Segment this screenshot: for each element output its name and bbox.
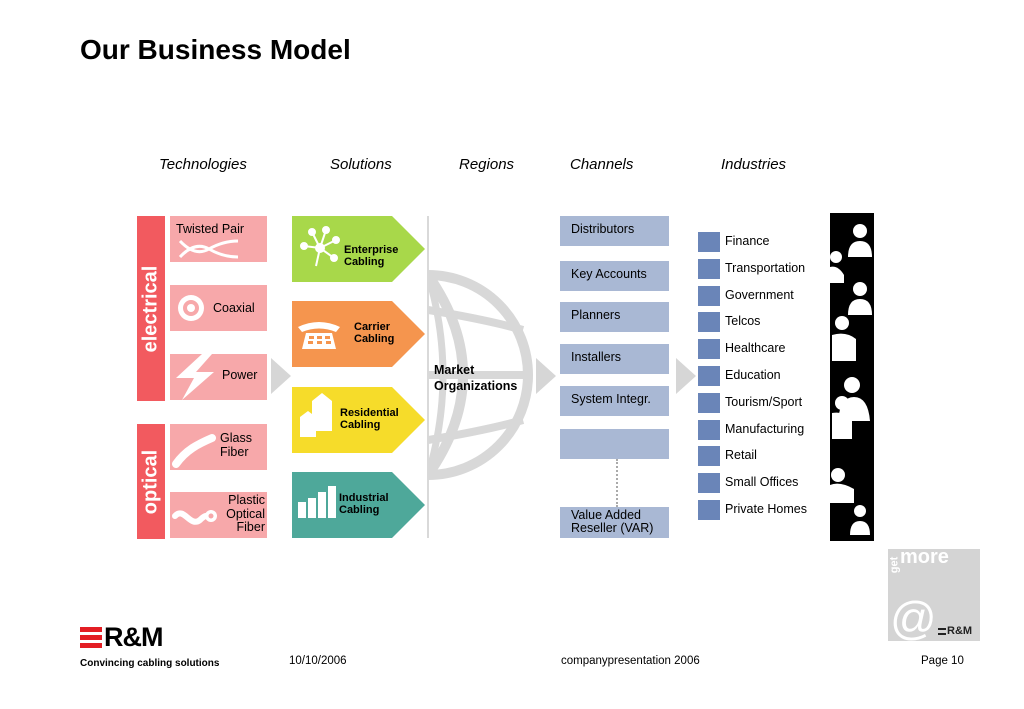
footer-doc: companypresentation 2006 — [561, 655, 700, 667]
industry-label: Education — [725, 368, 781, 382]
getmore-badge: get more @ R&M — [888, 546, 980, 644]
solution-industrial: Industrial Cabling — [292, 472, 425, 538]
badge-more: more — [900, 546, 949, 568]
channel-connector — [616, 459, 618, 507]
solution-enterprise: Enterprise Cabling — [292, 216, 425, 282]
footer-date: 10/10/2006 — [289, 655, 347, 667]
rm-tagline: Convincing cabling solutions — [80, 658, 220, 669]
industry-square — [698, 339, 720, 359]
industry-square — [698, 420, 720, 440]
industry-label: Private Homes — [725, 502, 807, 516]
industry-label: Finance — [725, 234, 770, 248]
industry-label: Transportation — [725, 261, 806, 275]
arrow-channels-to-industries — [676, 358, 696, 394]
channel-key-accounts: Key Accounts — [560, 261, 669, 291]
house-icon — [300, 393, 332, 437]
channel-installers: Installers — [560, 344, 669, 374]
header-industries: Industries — [721, 156, 787, 173]
industry-square — [698, 232, 720, 252]
tech-coaxial-label: Coaxial — [213, 301, 255, 315]
channel-system-integr: System Integr. — [560, 386, 669, 416]
tech-plastic-fiber-label: Plastic Optical Fiber — [226, 493, 265, 534]
glass-fiber-icon — [172, 434, 216, 468]
arrow-tech-to-solutions — [271, 358, 291, 394]
arrow-regions-to-channels — [536, 358, 556, 394]
industry-square — [698, 366, 720, 386]
plastic-fiber-icon — [172, 510, 217, 525]
header-solutions: Solutions — [330, 156, 392, 173]
telephone-icon — [298, 322, 340, 349]
industry-label: Tourism/Sport — [725, 395, 803, 409]
industry-square — [698, 446, 720, 466]
industry-label: Manufacturing — [725, 422, 805, 436]
industry-square — [698, 286, 720, 306]
industry-square — [698, 393, 720, 413]
industry-label: Healthcare — [725, 341, 786, 355]
solution-carrier-label: Carrier Cabling — [354, 321, 395, 345]
electrical-group-label: electrical — [139, 265, 162, 352]
industry-label: Telcos — [725, 314, 761, 328]
industry-label: Small Offices — [725, 475, 799, 489]
rm-logo-text: R&M — [104, 622, 163, 652]
network-icon — [300, 226, 340, 267]
industry-label: Retail — [725, 448, 757, 462]
header-channels: Channels — [570, 156, 634, 173]
channel-blank — [560, 429, 669, 459]
solution-industrial-label: Industrial Cabling — [339, 492, 389, 516]
lightning-icon — [176, 354, 214, 400]
channel-var: Value Added Reseller (VAR) — [560, 507, 669, 538]
badge-brand: R&M — [938, 625, 972, 637]
channel-distributors: Distributors — [560, 216, 669, 246]
badge-at: @ — [890, 592, 937, 644]
industry-square — [698, 473, 720, 493]
tech-glass-fiber-label: Glass Fiber — [220, 431, 252, 459]
tech-power-label: Power — [222, 368, 258, 382]
header-regions: Regions — [459, 156, 515, 173]
twisted-pair-icon — [178, 239, 239, 259]
tech-plastic-fiber: Plastic Optical Fiber — [170, 492, 267, 538]
solution-residential-label: Residential Cabling — [340, 407, 399, 431]
solution-carrier: Carrier Cabling — [292, 301, 425, 367]
footer-page: Page 10 — [921, 655, 964, 667]
market-organizations-label: Market Organizations — [434, 363, 518, 393]
people-icon — [830, 224, 872, 535]
industry-square — [698, 500, 720, 520]
optical-group-label: optical — [139, 449, 162, 514]
globe-icon — [428, 270, 533, 480]
coaxial-icon — [178, 295, 204, 321]
tech-power: Power — [170, 354, 267, 400]
page-title: Our Business Model — [80, 34, 351, 65]
tech-twisted-pair-label: Twisted Pair — [176, 222, 245, 236]
tech-twisted-pair: Twisted Pair — [170, 216, 267, 262]
tech-glass-fiber: Glass Fiber — [170, 424, 267, 470]
badge-get: get — [888, 556, 901, 574]
industry-square — [698, 259, 720, 279]
solution-enterprise-label: Enterprise Cabling — [344, 244, 399, 268]
channel-planners: Planners — [560, 302, 669, 332]
optical-group-bar: optical — [137, 424, 165, 539]
industry-label: Government — [725, 288, 794, 302]
solution-residential: Residential Cabling — [292, 387, 425, 453]
rm-logo-bars-icon — [80, 627, 102, 648]
header-technologies: Technologies — [159, 156, 247, 173]
industry-square — [698, 312, 720, 332]
tech-coaxial: Coaxial — [170, 285, 267, 331]
people-strip — [830, 213, 874, 541]
factory-icon — [298, 486, 336, 518]
electrical-group-bar: electrical — [137, 216, 165, 401]
